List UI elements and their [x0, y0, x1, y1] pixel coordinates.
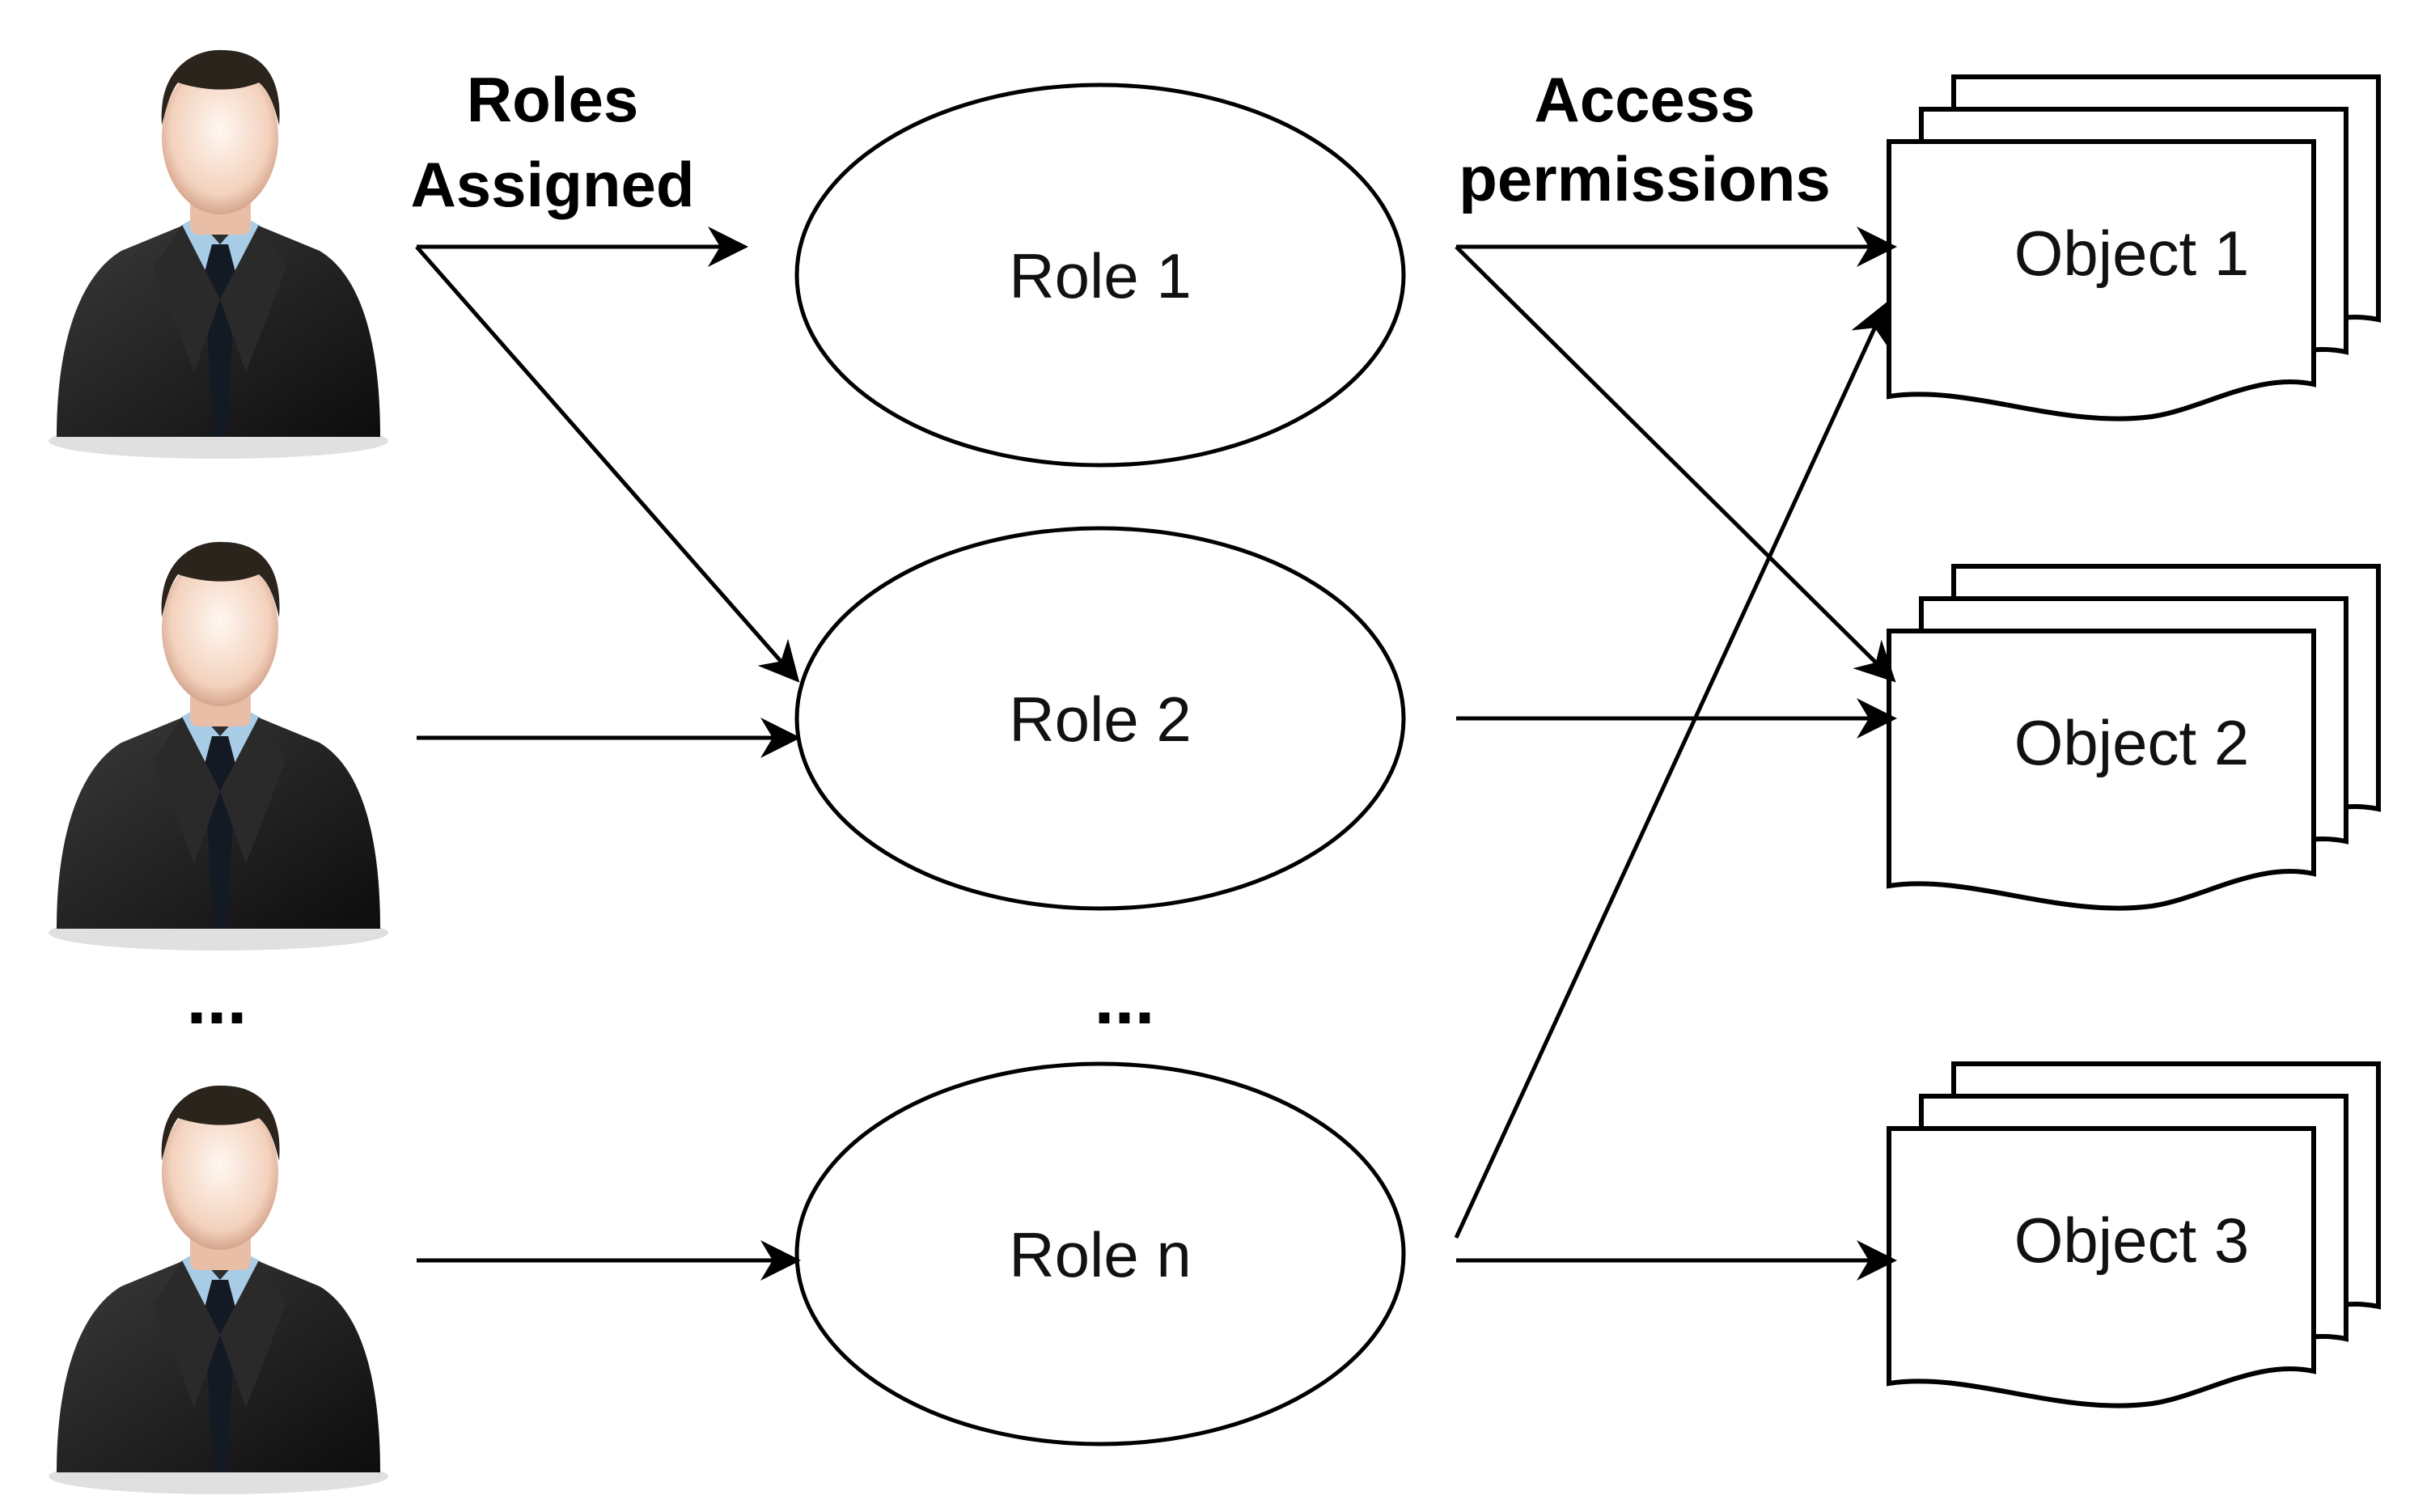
- users-ellipsis: ...: [186, 959, 247, 1040]
- edge-role1-object2: [1455, 245, 1896, 683]
- object-node-2: Object 2: [1887, 564, 2381, 911]
- access-permissions-label-line2: permissions: [1459, 143, 1831, 214]
- object-document-icon-1: [1887, 139, 2316, 421]
- user-icon-2: [49, 541, 388, 951]
- role-node-2: Role 2: [794, 526, 1406, 911]
- role-label-2: Role 2: [1009, 684, 1191, 755]
- object-node-1: Object 1: [1887, 74, 2381, 421]
- role-node-n: Role n: [794, 1061, 1406, 1446]
- user-icon-3: [49, 1085, 388, 1494]
- object-document-icon-2: [1887, 629, 2316, 911]
- roles-assigned-label-line2: Assigned: [410, 149, 694, 220]
- access-permissions-label-line1: Access: [1534, 64, 1755, 135]
- role-label-1: Role 1: [1009, 240, 1191, 311]
- object-label-1: Object 1: [2014, 218, 2249, 289]
- object-label-3: Object 3: [2014, 1205, 2249, 1276]
- object-label-2: Object 2: [2014, 707, 2249, 778]
- roles-ellipsis: ...: [1094, 959, 1154, 1040]
- role-label-n: Role n: [1009, 1219, 1191, 1290]
- role-node-1: Role 1: [794, 83, 1406, 468]
- roles-assigned-label-line1: Roles: [467, 64, 638, 135]
- role-ellipse-1: [794, 83, 1406, 468]
- object-node-3: Object 3: [1887, 1061, 2381, 1408]
- object-document-icon-3: [1887, 1126, 2316, 1408]
- user-icon-1: [49, 49, 388, 460]
- edge-user1-role2: [415, 245, 800, 683]
- edge-rolen-object1: [1454, 302, 1888, 1239]
